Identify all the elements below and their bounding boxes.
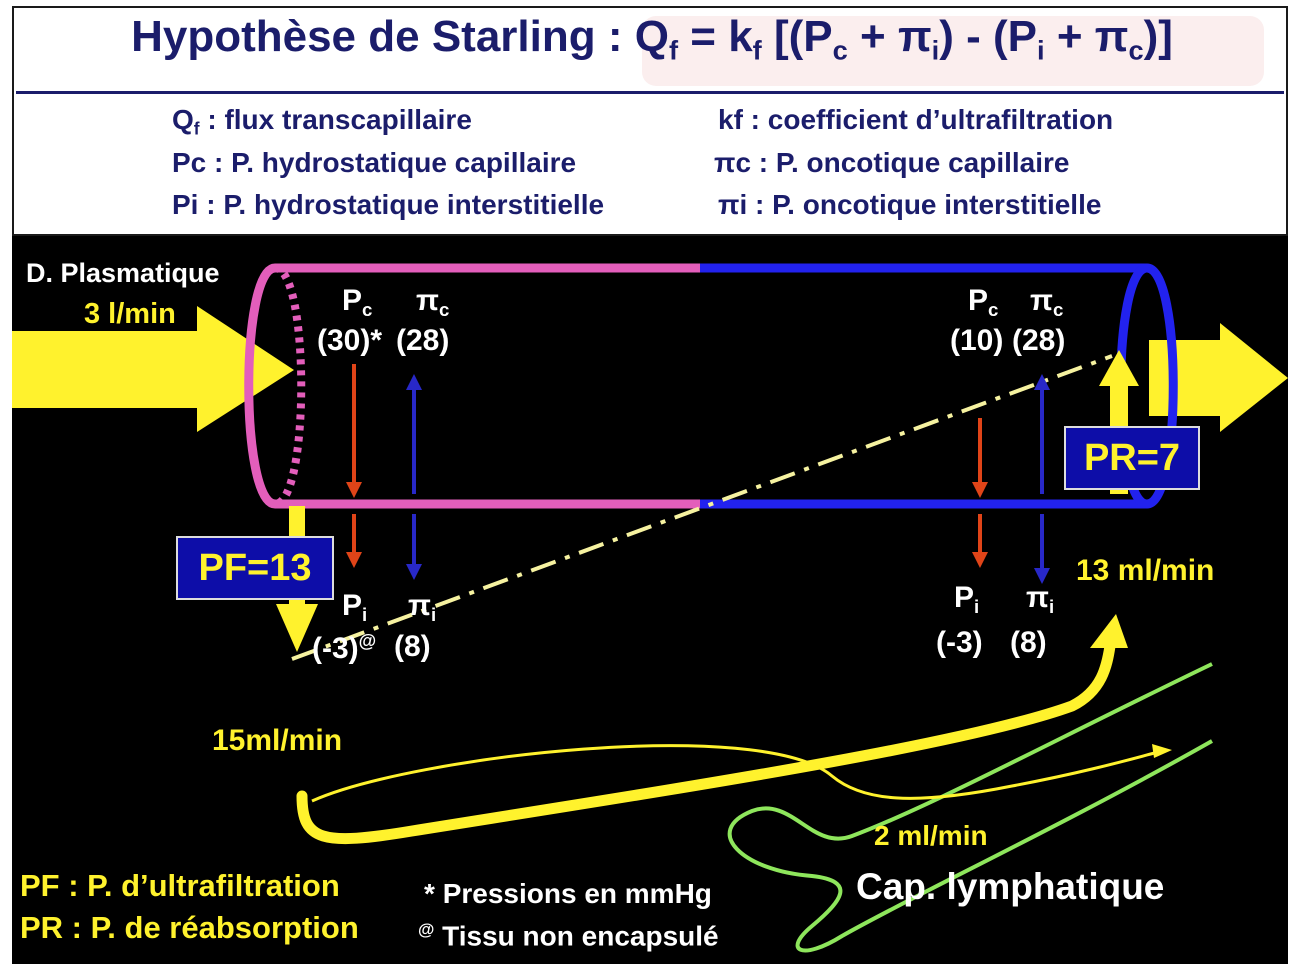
glossary-pii: πi : P. oncotique interstitielle — [718, 189, 1102, 220]
lymph-flow-arrow — [311, 744, 1163, 803]
pc-arrowhead-venous — [972, 482, 988, 498]
capillary-venous-wall — [700, 263, 1178, 509]
pf-arrow-head — [276, 604, 318, 652]
glossary-text: P. hydrostatique capillaire — [231, 147, 577, 178]
title-prefix: Hypothèse de Starling : — [131, 12, 635, 61]
inflow-arrow — [12, 306, 294, 432]
lymph-flow-arrowhead — [1152, 744, 1172, 758]
pic-value-arterial: (28) — [396, 324, 450, 357]
pc-value-venous: (10) — [950, 324, 1004, 357]
filtration-rate: 15ml/min — [212, 724, 343, 757]
glossary-pic: πc : P. oncotique capillaire — [714, 147, 1070, 178]
glossary-symbol: πi — [718, 189, 748, 220]
reabsorption-rate: 13 ml/min — [1076, 554, 1215, 587]
glossary-text: P. oncotique capillaire — [775, 147, 1070, 178]
starling-formula-text: Qf = kf [(Pc + πi) - (Pi + πc)] — [634, 12, 1173, 66]
pi-value-venous: (-3) — [936, 626, 983, 659]
interstitial-flow-arrow — [296, 640, 1116, 845]
capillary-arterial-wall — [244, 263, 700, 509]
note-star: * Pressions en mmHg — [424, 878, 712, 909]
title-divider — [16, 91, 1284, 94]
glossary-text: P. hydrostatique interstitielle — [223, 189, 605, 220]
inflow-label: D. Plasmatique — [26, 258, 220, 288]
glossary-text: flux transcapillaire — [224, 104, 472, 135]
outflow-arrow — [1149, 323, 1288, 432]
pii-symbol-arterial: πi — [408, 589, 437, 625]
lymph-capillary — [727, 662, 1213, 953]
pic-value-venous: (28) — [1012, 324, 1066, 357]
pi-arrowhead-venous — [972, 552, 988, 568]
pr-box: PR=7 — [1064, 426, 1200, 490]
legend-pr: PR : P. de réabsorption — [20, 910, 359, 945]
starling-formula: Qf = kf [(Pc + πi) - (Pi + πc)] — [635, 12, 1173, 67]
pc-symbol-arterial: Pc — [342, 284, 373, 320]
glossary-kf: kf : coefficient d’ultrafiltration — [718, 104, 1114, 135]
pii-arrowhead-arterial — [406, 564, 422, 580]
glossary-qf: Qf : flux transcapillaire — [172, 104, 472, 139]
formula-highlight — [642, 16, 1264, 86]
starling-diagram: D. Plasmatique 3 l/min Pc πc (30)* (28) … — [12, 236, 1288, 964]
header-panel: Hypothèse de Starling : Qf = kf [(Pc + π… — [12, 6, 1288, 236]
pc-arrowhead-arterial — [346, 482, 362, 498]
pii-arrowhead-venous — [1034, 568, 1050, 584]
pic-arrowhead-venous — [1034, 374, 1050, 390]
glossary-symbol: kf — [718, 104, 743, 135]
glossary-text: coefficient d’ultrafiltration — [767, 104, 1114, 135]
capillary-arterial-lumen — [273, 264, 306, 508]
pi-value-arterial: (-3)@ — [312, 631, 377, 665]
pr-arrow-head — [1099, 350, 1139, 386]
interstitial-flow-arrowhead — [1090, 614, 1128, 648]
pii-value-arterial: (8) — [394, 630, 431, 663]
pf-box: PF=13 — [176, 536, 334, 600]
pi-symbol-arterial: Pi — [342, 589, 368, 625]
lymph-label: Cap. lymphatique — [856, 866, 1165, 907]
pic-symbol-venous: πc — [1030, 284, 1064, 320]
glossary-symbol: Pi — [172, 189, 199, 220]
legend-pf: PF : P. d’ultrafiltration — [20, 868, 340, 903]
glossary-text: P. oncotique interstitielle — [772, 189, 1102, 220]
pressure-gradient-line — [291, 354, 1113, 661]
note-at: @ Tissu non encapsulé — [418, 920, 719, 952]
pc-value-arterial: (30)* — [317, 324, 383, 357]
pii-symbol-venous: πi — [1026, 581, 1055, 617]
slide-title: Hypothèse de Starling : Qf = kf [(Pc + π… — [14, 12, 1290, 67]
lymph-rate: 2 ml/min — [874, 820, 988, 851]
glossary-pi: Pi : P. hydrostatique interstitielle — [172, 189, 605, 220]
glossary-symbol: Qf — [172, 104, 200, 139]
inflow-rate: 3 l/min — [84, 298, 176, 330]
pi-symbol-venous: Pi — [954, 581, 980, 617]
diagram-graphics — [12, 263, 1288, 953]
pic-symbol-arterial: πc — [416, 284, 450, 320]
glossary-symbol: πc — [714, 147, 752, 178]
glossary-pc: Pc : P. hydrostatique capillaire — [172, 147, 577, 178]
pii-value-venous: (8) — [1010, 626, 1047, 659]
pic-arrowhead-arterial — [406, 374, 422, 390]
glossary-symbol: Pc — [172, 147, 207, 178]
pc-symbol-venous: Pc — [968, 284, 999, 320]
pi-arrowhead-arterial — [346, 552, 362, 568]
